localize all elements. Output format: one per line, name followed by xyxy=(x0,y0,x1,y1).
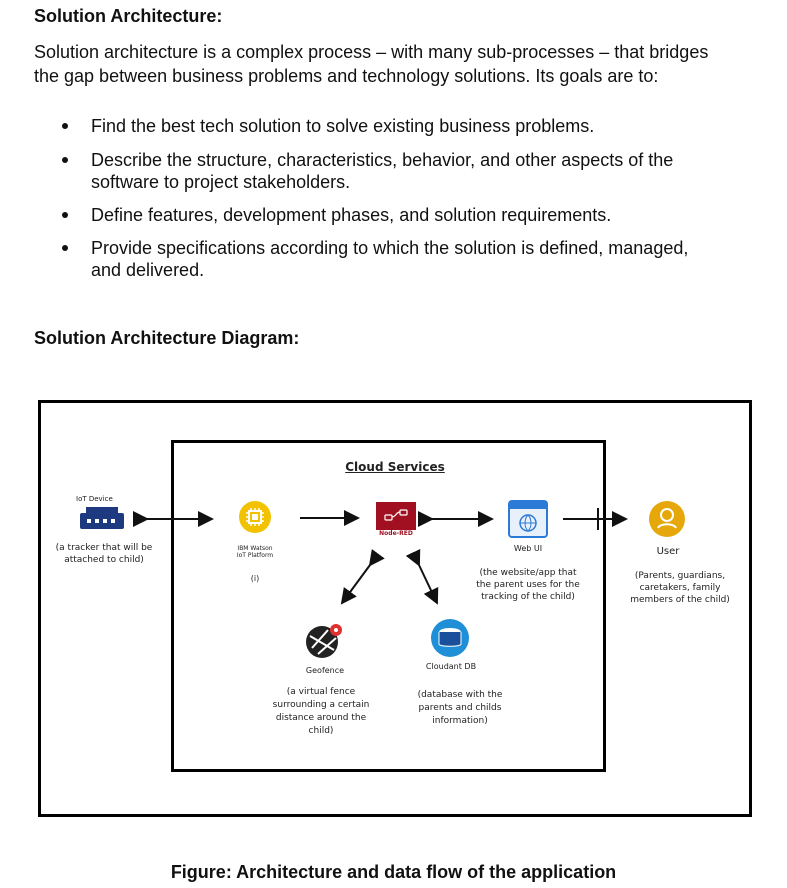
intro-line-2: the gap between business problems and te… xyxy=(34,66,659,86)
cloudant-desc: (database with the parents and childs in… xyxy=(402,689,518,728)
nodered-icon xyxy=(376,502,416,530)
geofence-desc: (a virtual fence surrounding a certain d… xyxy=(260,686,382,738)
intro-line-1: Solution architecture is a complex proce… xyxy=(34,42,709,62)
ibm-label: IBM Watson IoT Platform xyxy=(220,545,290,559)
user-desc-line: members of the child) xyxy=(630,595,730,605)
cloudant-desc-line: (database with the xyxy=(417,690,503,700)
geofence-desc-line: surrounding a certain xyxy=(272,700,370,710)
router-icon xyxy=(80,507,124,531)
bullet-2-line-1: Describe the structure, characteristics,… xyxy=(91,150,674,170)
arrow-nodered-geofence xyxy=(340,548,385,605)
diagram-outer-frame xyxy=(38,400,752,817)
bullet-4-line-1: Provide specifications according to whic… xyxy=(91,238,689,258)
diagram-heading: Solution Architecture Diagram: xyxy=(34,328,300,348)
user-icon xyxy=(648,500,686,538)
bullet-2: Describe the structure, characteristics,… xyxy=(91,149,751,193)
cloud-services-frame xyxy=(171,440,606,772)
bullet-dot xyxy=(62,157,68,163)
webui-desc: (the website/app that the parent uses fo… xyxy=(462,567,594,603)
iot-device-desc-line: (a tracker that will be xyxy=(55,543,153,553)
webui-desc-line: tracking of the child) xyxy=(481,592,575,602)
bullet-2-line-2: software to project stakeholders. xyxy=(91,172,351,192)
bullet-3: Define features, development phases, and… xyxy=(91,204,751,226)
user-desc-line: (Parents, guardians, xyxy=(634,571,726,581)
cloud-services-title: Cloud Services xyxy=(345,460,445,474)
webui-desc-line: (the website/app that xyxy=(479,568,577,578)
iot-device-label: IoT Device xyxy=(76,495,113,503)
geofence-desc-line: (a virtual fence xyxy=(286,687,356,697)
bullet-4: Provide specifications according to whic… xyxy=(91,237,751,281)
cloudant-desc-line: information) xyxy=(432,716,488,726)
iot-device-desc-line: attached to child) xyxy=(64,555,144,565)
section-heading: Solution Architecture: xyxy=(34,6,223,26)
geofence-label: Geofence xyxy=(305,666,345,675)
user-label: User xyxy=(656,546,680,557)
geofence-desc-line: child) xyxy=(308,726,334,736)
ibm-label-line: IBM Watson xyxy=(237,545,273,552)
chip-icon xyxy=(238,500,272,534)
geofence-map-icon xyxy=(304,622,344,660)
bullet-1-line-1: Find the best tech solution to solve exi… xyxy=(91,116,595,136)
arrow-nodered-cloudant xyxy=(405,548,439,605)
bullet-4-line-2: and delivered. xyxy=(91,260,205,280)
bullet-dot xyxy=(62,212,68,218)
webui-label: Web UI xyxy=(513,544,543,553)
webui-desc-line: the parent uses for the xyxy=(476,580,580,590)
figure-caption: Figure: Architecture and data flow of th… xyxy=(170,862,617,882)
user-desc-line: caretakers, family xyxy=(639,583,721,593)
iot-device-desc: (a tracker that will be attached to chil… xyxy=(44,542,164,566)
bullet-dot xyxy=(62,123,68,129)
database-icon xyxy=(430,618,470,658)
bullet-dot xyxy=(62,245,68,251)
user-desc: (Parents, guardians, caretakers, family … xyxy=(618,570,742,606)
ibm-note: (i) xyxy=(250,574,260,583)
bullet-3-line-1: Define features, development phases, and… xyxy=(91,205,612,225)
cloudant-desc-line: parents and childs xyxy=(418,703,502,713)
browser-icon xyxy=(508,500,548,538)
bullet-1: Find the best tech solution to solve exi… xyxy=(91,115,751,137)
geofence-desc-line: distance around the xyxy=(275,713,367,723)
nodered-label: Node-RED xyxy=(379,530,413,537)
cloudant-label: Cloudant DB xyxy=(425,662,477,671)
ibm-label-line: IoT Platform xyxy=(236,552,274,559)
